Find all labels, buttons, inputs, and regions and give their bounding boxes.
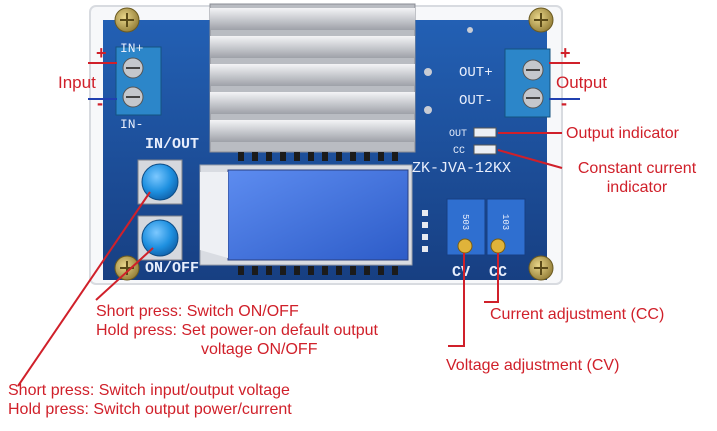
inout-desc-line2: Hold press: Switch output power/current — [8, 401, 292, 418]
input-minus-sign: - — [97, 93, 103, 113]
silk-led-out: OUT — [449, 129, 467, 140]
cc-indicator-label-2: indicator — [606, 179, 668, 196]
current-adjustment-label: Current adjustment (CC) — [490, 306, 665, 323]
screw-icon — [528, 7, 554, 33]
output-label: Output — [556, 73, 608, 92]
in-out-button[interactable] — [137, 159, 183, 205]
voltage-adjustment-label: Voltage adjustment (CV) — [446, 357, 620, 374]
silk-pot-cv: CV — [452, 264, 470, 281]
onoff-desc-line3: voltage ON/OFF — [201, 341, 318, 358]
on-off-button[interactable] — [137, 215, 183, 261]
lcd-pins-top — [238, 152, 398, 161]
silk-out-plus: OUT+ — [459, 65, 493, 81]
onoff-desc-line1: Short press: Switch ON/OFF — [96, 303, 299, 320]
silk-in-minus: IN- — [120, 117, 143, 132]
via — [467, 27, 473, 33]
output-terminal — [504, 48, 551, 118]
cv-potentiometer[interactable]: 503 — [446, 198, 486, 256]
inout-desc-line1: Short press: Switch input/output voltage — [8, 382, 290, 399]
silk-led-cc: CC — [453, 146, 465, 157]
output-plus-sign: + — [560, 43, 571, 63]
silk-in-plus: IN+ — [120, 41, 144, 56]
lcd-display — [199, 164, 413, 266]
screw-icon — [114, 255, 140, 281]
input-plus-sign: + — [96, 43, 107, 63]
input-terminal — [115, 46, 162, 116]
silk-model: ZK-JVA-12KX — [412, 160, 511, 177]
onoff-desc-line2: Hold press: Set power-on default output — [96, 322, 378, 339]
pot-cc-code: 103 — [500, 214, 510, 230]
silk-on-off: ON/OFF — [145, 260, 199, 277]
via — [424, 106, 432, 114]
screw-icon — [114, 7, 140, 33]
screw-icon — [528, 255, 554, 281]
pot-cv-code: 503 — [460, 214, 470, 230]
lcd-pins-bottom — [238, 266, 398, 275]
heatsink — [209, 3, 416, 153]
output-indicator-label: Output indicator — [566, 125, 679, 142]
leader-lines — [17, 132, 563, 387]
cc-indicator-label-1: Constant current — [577, 160, 697, 177]
input-label: Input — [58, 73, 96, 92]
led-cc — [473, 144, 497, 155]
silk-out-minus: OUT- — [459, 93, 493, 109]
output-minus-sign: - — [561, 93, 567, 113]
led-output — [473, 127, 497, 138]
via — [424, 68, 432, 76]
cc-potentiometer[interactable]: 103 — [486, 198, 526, 256]
silk-in-out: IN/OUT — [145, 136, 199, 153]
header-pins-right — [422, 210, 428, 252]
